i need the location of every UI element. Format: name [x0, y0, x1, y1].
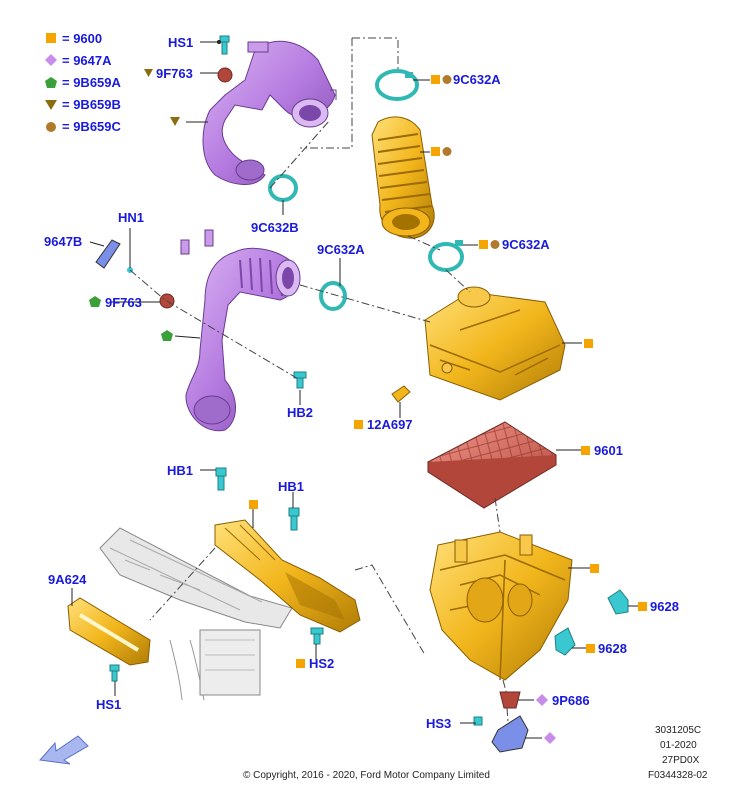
label-hs3: HS3: [426, 716, 451, 731]
legend-pentagon-icon: [45, 77, 57, 88]
label-hb1-b: HB1: [278, 479, 304, 494]
legend-square-icon: [46, 33, 56, 43]
hb1-bolt-b: [288, 507, 300, 531]
label-12a697: 12A697: [367, 417, 413, 432]
legend-text-pentagon: = 9B659A: [62, 75, 122, 90]
grommet-9p686: [499, 691, 521, 709]
label-9628-lower: 9628: [598, 641, 627, 656]
meta-line-3: 27PD0X: [662, 755, 700, 766]
bracket-9628-lower: [554, 627, 576, 656]
hb2-bolt: [293, 371, 307, 389]
legend-text-diamond: = 9647A: [62, 53, 112, 68]
upper-intake-duct: [202, 40, 337, 185]
legend-text-circle: = 9B659C: [62, 119, 122, 134]
direction-arrow-icon: [39, 735, 89, 765]
sensor-12a697: [391, 385, 411, 403]
air-filter: [427, 421, 557, 509]
label-9601: 9601: [594, 443, 623, 458]
meta-line-2: 01-2020: [660, 740, 697, 751]
mount-bracket-hs3: [473, 715, 529, 753]
lower-resonator-9a624: [67, 597, 151, 666]
label-9647b: 9647B: [44, 234, 82, 249]
hs1-bottom-screw: [109, 664, 120, 682]
legend-text-square: = 9600: [62, 31, 102, 46]
meta-line-1: 3031205C: [655, 725, 701, 736]
label-hs1-bottom: HS1: [96, 697, 121, 712]
hs2-screw: [310, 627, 324, 645]
label-9628-upper: 9628: [650, 599, 679, 614]
clamp-9c632a-mid: [428, 240, 464, 272]
bellows-hose: [371, 116, 435, 239]
legend: = 9600 = 9647A = 9B659A = 9B659B = 9B659…: [45, 31, 122, 134]
clamp-9c632a-lower: [319, 281, 347, 311]
label-9p686: 9P686: [552, 693, 590, 708]
hb1-bolt-a: [215, 467, 227, 491]
label-9c632a-mid: 9C632A: [502, 237, 550, 252]
clamp-9c632a-top: [375, 69, 419, 101]
label-hb2: HB2: [287, 405, 313, 420]
bracket-9628-upper: [607, 589, 629, 615]
label-hs1-top: HS1: [168, 35, 193, 50]
legend-diamond-icon: [45, 54, 57, 66]
label-9c632b: 9C632B: [251, 220, 299, 235]
label-hs2: HS2: [309, 656, 334, 671]
callout-markers: [89, 40, 647, 744]
clamp-9c632b: [268, 174, 298, 202]
f763-top-grommet: [217, 67, 233, 83]
legend-triangle-icon: [45, 100, 57, 110]
air-cleaner-box: [429, 531, 573, 681]
leader-lines: [71, 41, 642, 739]
hs1-top-screw: [219, 35, 230, 55]
label-9a624: 9A624: [48, 572, 87, 587]
copyright: © Copyright, 2016 - 2020, Ford Motor Com…: [243, 770, 490, 781]
label-hn1: HN1: [118, 210, 144, 225]
bracket-9647b: [95, 239, 121, 269]
legend-text-triangle: = 9B659B: [62, 97, 121, 112]
lower-inlet-duct: [214, 519, 361, 633]
label-9f763-mid: 9F763: [105, 295, 142, 310]
label-9c632a-lower: 9C632A: [317, 242, 365, 257]
vehicle-structure: [99, 527, 293, 701]
middle-intake-tube: [180, 229, 301, 432]
label-9f763-top: 9F763: [156, 66, 193, 81]
label-9c632a-top: 9C632A: [453, 72, 501, 87]
label-hb1-a: HB1: [167, 463, 193, 478]
air-cleaner-cover: [424, 286, 566, 401]
legend-circle-icon: [46, 122, 56, 132]
meta-line-4: F0344328-02: [648, 770, 708, 781]
